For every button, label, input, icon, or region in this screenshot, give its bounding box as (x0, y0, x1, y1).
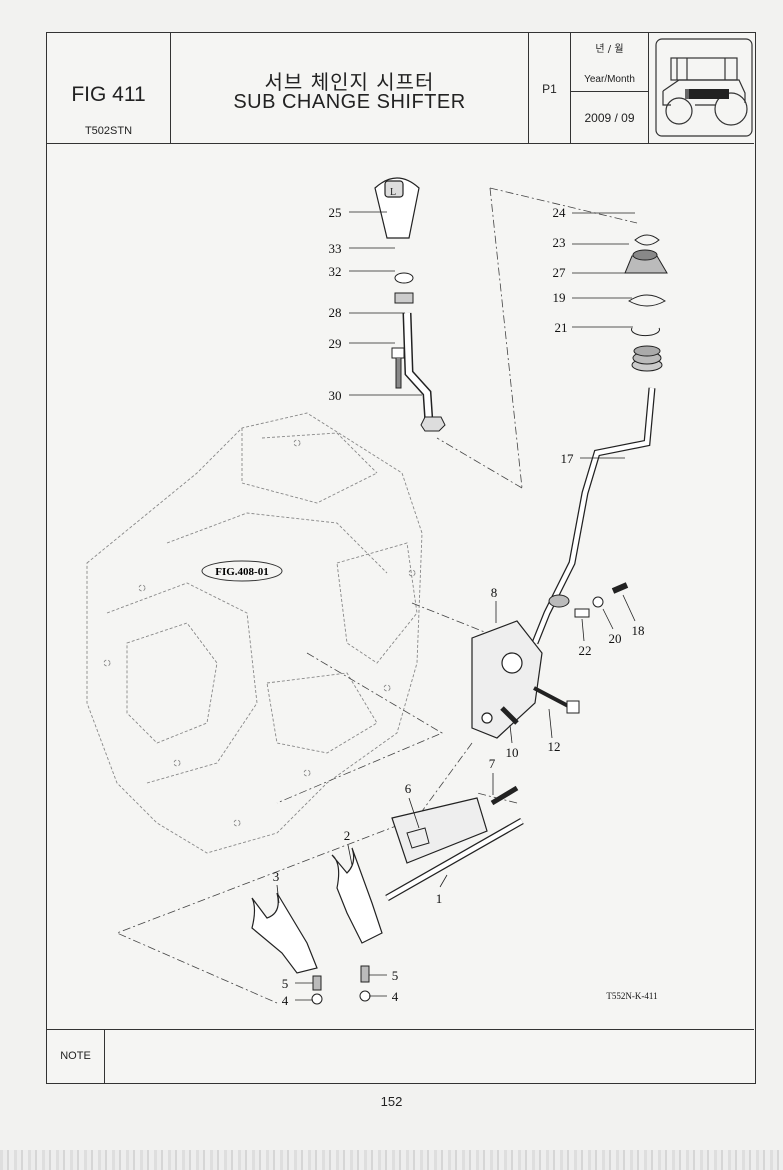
callout-5-left: 5 (282, 976, 289, 991)
page-number: 152 (380, 1094, 403, 1109)
nut-part (394, 292, 414, 304)
page-cell: P1 (529, 33, 571, 143)
callout-29: 29 (329, 336, 342, 351)
date-divider (571, 91, 648, 92)
callout-4-left: 4 (282, 993, 289, 1008)
exploded-parts-drawing: FIG.408-01 L (47, 143, 754, 1029)
parts-sheet: FIG 411 T502STN 서브 체인지 시프터 SUB CHANGE SH… (46, 32, 756, 1084)
callout-3: 3 (273, 869, 280, 884)
washer-part (394, 272, 414, 284)
callout-2: 2 (344, 828, 351, 843)
date-cell: 년 / 월 Year/Month 2009 / 09 (571, 33, 649, 143)
callout-27: 27 (553, 265, 567, 280)
bolt-part (391, 347, 405, 389)
callout-25: 25 (329, 205, 342, 220)
callout-33: 33 (329, 241, 342, 256)
note-label: NOTE (47, 1030, 105, 1083)
transmission-housing-drawing (86, 412, 423, 854)
callout-1: 1 (436, 891, 443, 906)
callout-21: 21 (555, 320, 568, 335)
tractor-cell (649, 33, 754, 143)
callout-7: 7 (489, 756, 496, 771)
callout-5-right: 5 (392, 968, 399, 983)
title-korean: 서브 체인지 시프터 (264, 70, 435, 94)
shift-forks (251, 847, 383, 974)
callout-24: 24 (553, 205, 567, 220)
callout-12: 12 (548, 739, 561, 754)
bracket-part (471, 620, 543, 739)
plate-part (391, 797, 488, 864)
year-month-korean: 년 / 월 (595, 44, 624, 55)
note-row: NOTE (47, 1029, 754, 1083)
date-value: 2009 / 09 (584, 111, 635, 125)
callout-23: 23 (553, 235, 566, 250)
year-month-english: Year/Month (584, 74, 635, 85)
callout-10: 10 (506, 745, 519, 760)
model-code: T502STN (84, 125, 133, 137)
callout-19: 19 (553, 290, 566, 305)
fig-reference-label: FIG.408-01 (215, 566, 268, 578)
callout-20: 20 (609, 631, 622, 646)
page-label: P1 (542, 82, 557, 96)
callout-30: 30 (329, 388, 342, 403)
svg-text:L: L (390, 187, 396, 198)
callout-6: 6 (405, 781, 412, 796)
callout-17: 17 (561, 451, 575, 466)
fig-number: FIG 411 (71, 83, 146, 106)
tractor-icon (655, 38, 753, 137)
callout-18: 18 (632, 623, 645, 638)
fig-cell: FIG 411 T502STN (47, 33, 171, 143)
drawing-code: T552N-K-411 (606, 991, 657, 1001)
callout-8: 8 (491, 585, 498, 600)
fig-reference-oval (201, 560, 283, 582)
title-cell: 서브 체인지 시프터 SUB CHANGE SHIFTER (171, 33, 529, 143)
scan-edge-strip (0, 1150, 783, 1170)
callout-4-right: 4 (392, 989, 399, 1004)
title-english: SUB CHANGE SHIFTER (233, 91, 466, 113)
callout-28: 28 (329, 305, 342, 320)
shift-knob-part: L (374, 177, 420, 239)
callout-22: 22 (579, 643, 592, 658)
header: FIG 411 T502STN 서브 체인지 시프터 SUB CHANGE SH… (47, 33, 754, 144)
callout-32: 32 (329, 264, 342, 279)
